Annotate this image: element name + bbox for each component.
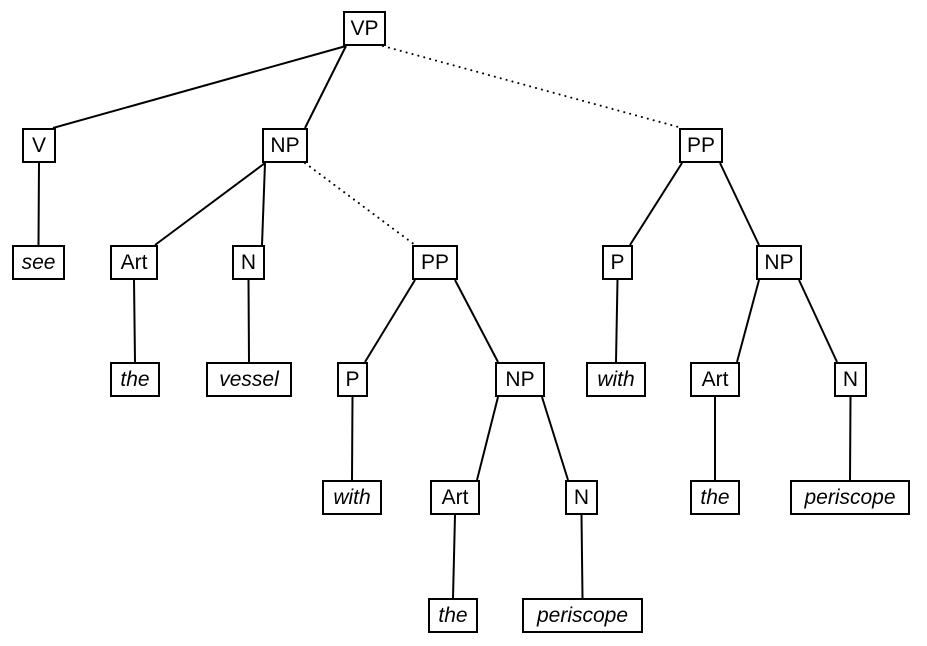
tree-node-p_mid: P	[337, 362, 368, 397]
tree-node-with_r: with	[586, 362, 646, 397]
tree-node-peri_r: periscope	[790, 480, 910, 515]
tree-node-np1: NP	[262, 128, 308, 163]
tree-node-art1: Art	[110, 245, 158, 280]
tree-edge-pp_right-p_right	[629, 162, 683, 246]
tree-edge-np_right-n_right	[798, 279, 838, 363]
tree-node-art_mid: Art	[430, 480, 480, 515]
tree-node-v: V	[22, 128, 56, 163]
tree-node-the_r: the	[690, 480, 740, 515]
tree-node-the_m: the	[428, 598, 478, 633]
tree-node-np_mid: NP	[495, 362, 545, 397]
tree-edge-np_mid-art_mid	[476, 396, 499, 481]
tree-node-np_right: NP	[756, 245, 802, 280]
tree-edge-vp-np1	[304, 45, 347, 129]
tree-edge-p_right-with_r	[615, 279, 619, 363]
tree-edge-n_right-peri_r	[849, 396, 852, 481]
tree-node-peri_m: periscope	[522, 598, 643, 633]
tree-edge-n_mid-peri_m	[580, 514, 584, 599]
tree-edge-pp_mid-p_mid	[364, 279, 416, 363]
tree-edge-v-see	[37, 162, 40, 246]
tree-edge-p_mid-with_m	[351, 396, 354, 481]
tree-edge-art_mid-the_m	[452, 514, 456, 599]
tree-node-vessel: vessel	[206, 362, 292, 397]
tree-node-the1: the	[110, 362, 160, 397]
tree-node-pp_mid: PP	[412, 245, 458, 280]
tree-node-with_m: with	[322, 480, 382, 515]
tree-node-pp_right: PP	[679, 128, 723, 163]
tree-edge-np1-art1	[154, 162, 266, 246]
tree-node-p_right: P	[602, 245, 633, 280]
tree-edge-vp-v	[52, 45, 347, 129]
tree-edge-np1-pp_mid	[304, 162, 416, 246]
tree-edge-pp_right-np_right	[719, 162, 760, 246]
tree-edge-np_right-art_right	[736, 279, 760, 363]
tree-edge-art1-the1	[133, 279, 136, 363]
tree-edge-np_mid-n_mid	[541, 396, 569, 481]
tree-node-n_mid: N	[565, 480, 598, 515]
tree-node-n_right: N	[834, 362, 867, 397]
tree-node-art_right: Art	[690, 362, 740, 397]
tree-edge-np1-n1	[261, 162, 266, 246]
tree-node-n1: N	[232, 245, 265, 280]
tree-edge-pp_mid-np_mid	[454, 279, 499, 363]
tree-edge-vp-pp_right	[382, 45, 683, 129]
tree-node-see: see	[12, 245, 65, 280]
tree-edge-n1-vessel	[247, 279, 250, 363]
tree-node-vp: VP	[343, 11, 386, 46]
